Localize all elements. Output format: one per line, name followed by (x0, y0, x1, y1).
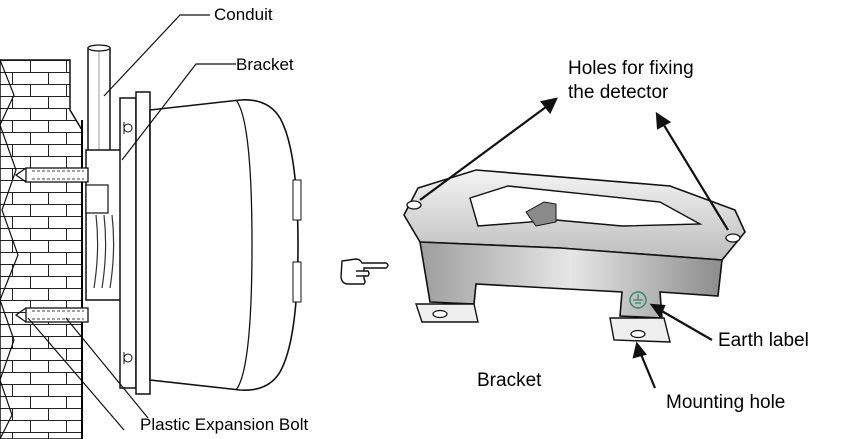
bracket-foot-right (609, 317, 671, 343)
label-holes-line2: the detector (568, 82, 669, 103)
mounting-hole-left (432, 309, 448, 319)
brick-wall (0, 59, 83, 439)
wall-jagged-edge (0, 59, 19, 439)
bracket-window (469, 185, 703, 227)
pointing-hand-icon (340, 258, 389, 285)
label-bracket-right: Bracket (477, 370, 542, 391)
right-arrows (419, 97, 729, 389)
conduit-pipe (87, 44, 111, 169)
label-earth: Earth label (718, 330, 809, 351)
expansion-bolt-bottom (14, 307, 89, 323)
detector-flange (119, 91, 151, 395)
left-leader-lines (27, 14, 236, 431)
detector-body (149, 99, 302, 391)
label-mounting-hole: Mounting hole (666, 392, 785, 413)
label-bracket-left: Bracket (236, 55, 294, 74)
mounting-hole-right (630, 329, 646, 339)
wall-mount-side-view: Conduit Bracket Plastic Expansion Bolt (0, 5, 308, 439)
bracket-perspective: Holes for fixing the detector Earth labe… (403, 58, 809, 413)
earth-symbol-icon (629, 291, 647, 309)
fixing-hole-right (725, 233, 741, 243)
label-conduit: Conduit (214, 5, 273, 24)
label-holes-line1: Holes for fixing (568, 58, 694, 79)
fixing-hole-left (406, 200, 422, 210)
label-plastic-expansion-bolt: Plastic Expansion Bolt (140, 415, 308, 434)
expansion-bolt-top (14, 167, 89, 183)
